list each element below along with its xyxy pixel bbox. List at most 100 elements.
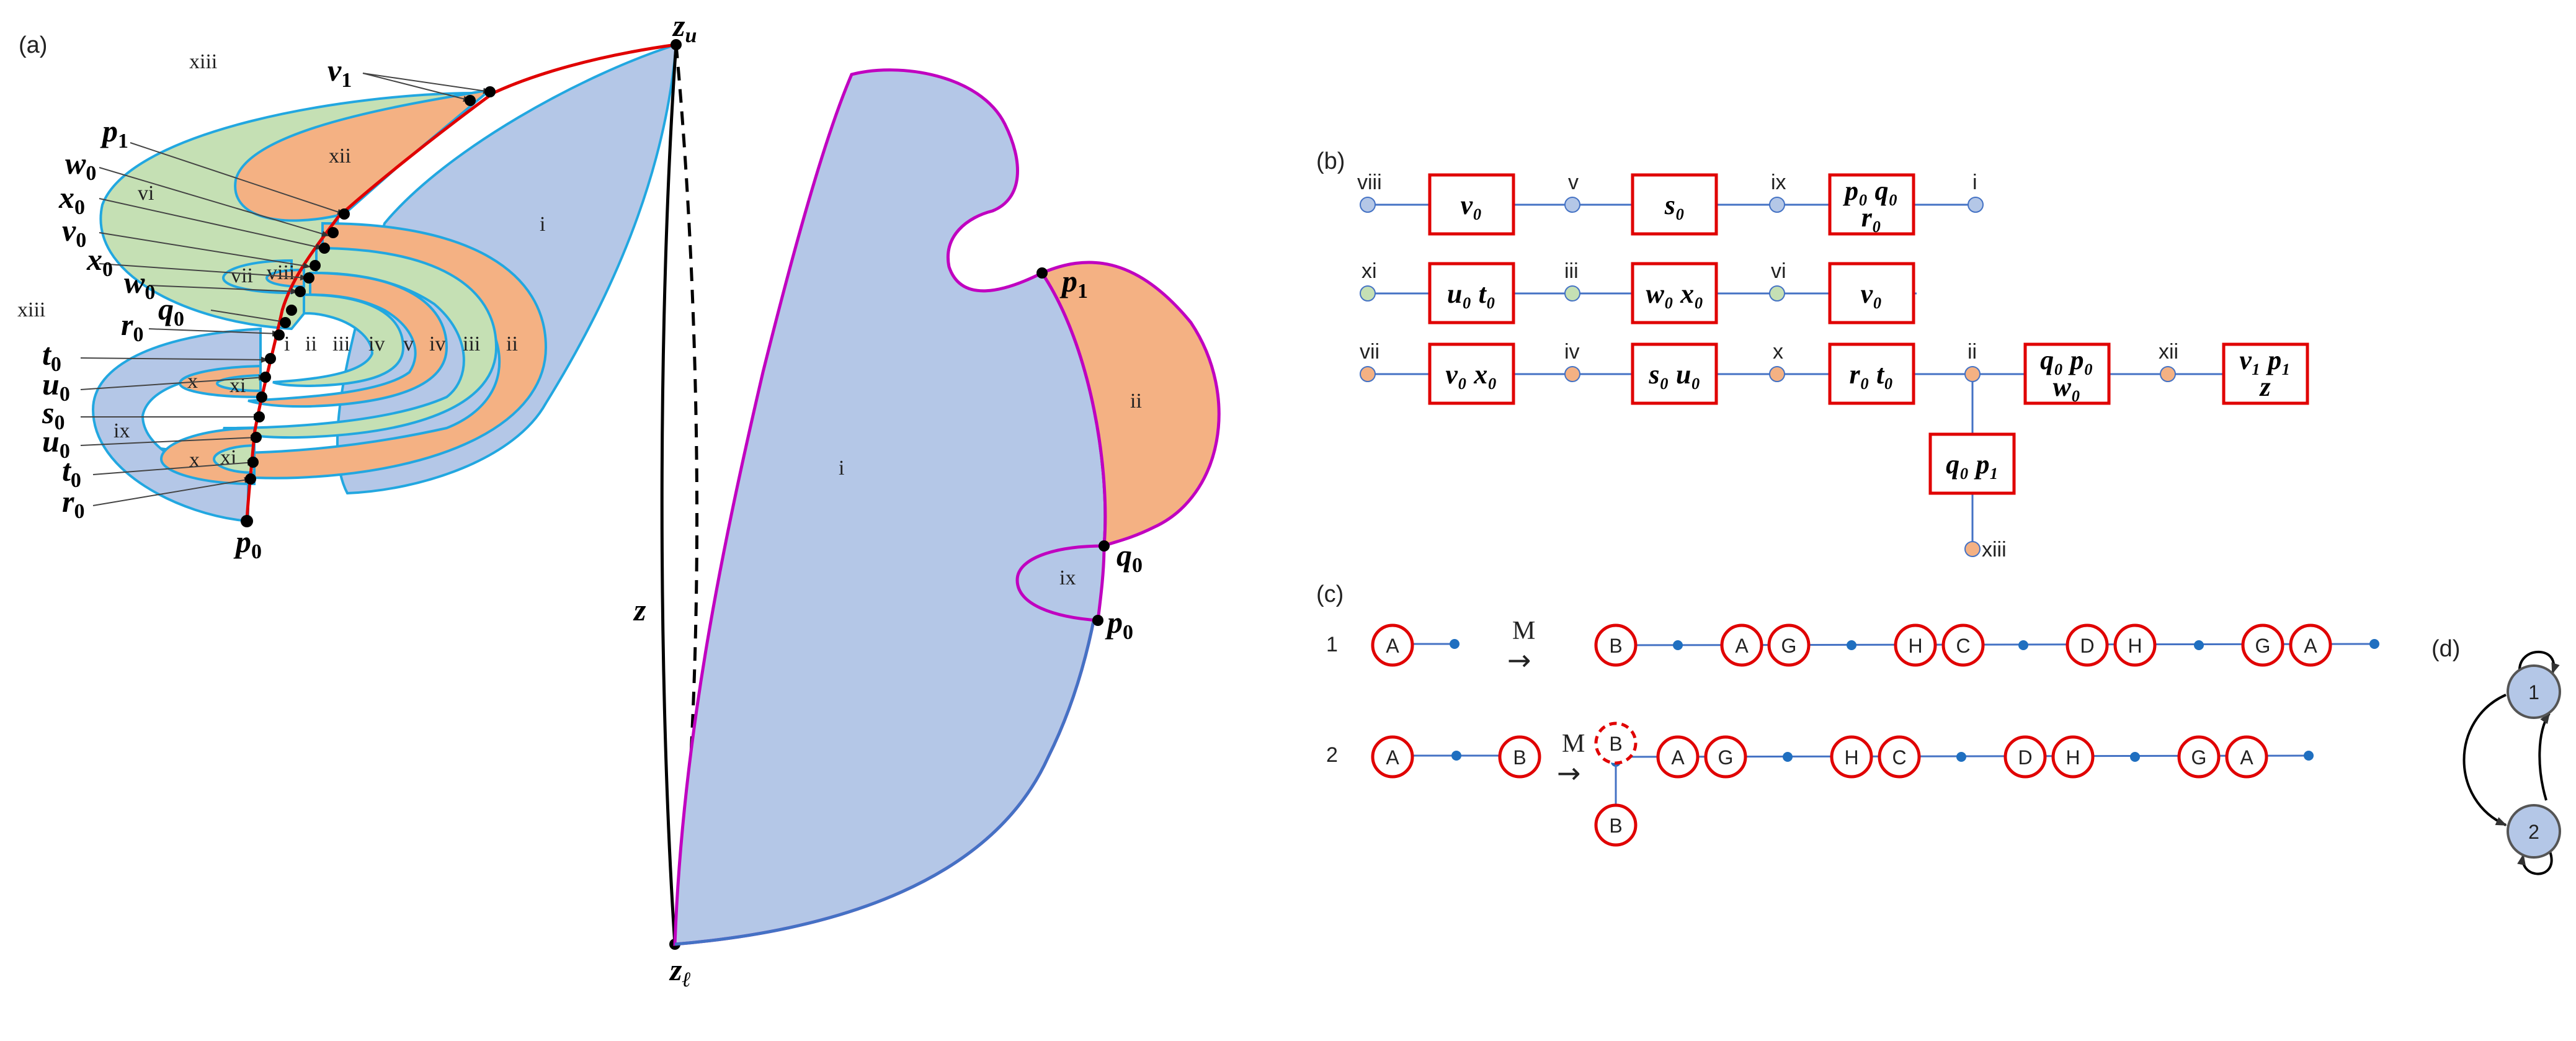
box-u0t0: [1428, 262, 1515, 324]
c-row1-circle-b: [1594, 623, 1638, 667]
point-p1-right: [1036, 267, 1048, 279]
region-label-v: v: [403, 333, 414, 355]
c-row1-label-h: H: [1908, 635, 1922, 657]
box-text-r0t0: r₀ t₀: [1849, 359, 1893, 390]
node-viii: [1360, 197, 1376, 213]
node-xi: [1360, 285, 1376, 302]
c-row2-circle-a2: [2225, 735, 2268, 779]
node-ii: [1964, 366, 1981, 382]
box-text-u0t0: u₀ t₀: [1447, 279, 1495, 309]
c-row1-dot-end: [2369, 639, 2379, 649]
point-p0-right: [1092, 615, 1103, 626]
label-t0-a: t0: [42, 337, 61, 376]
c-row1-circle-g: [1767, 623, 1811, 667]
label-u0-a: u0: [42, 367, 70, 406]
region-label-i-right: i: [839, 457, 844, 480]
box-v1p1z: [2222, 342, 2309, 405]
c-row1-circle-h2: [2113, 623, 2157, 667]
d-edge-right: [2538, 712, 2551, 801]
box-r0t0: [1828, 342, 1915, 405]
loop-xi-lower: [212, 444, 256, 475]
c-row2-label-a: A: [1671, 746, 1685, 769]
c-row2-label-a2: A: [2240, 746, 2253, 769]
box-v0-r1: [1428, 173, 1515, 236]
label-u0-b: u0: [42, 424, 70, 463]
c-row2-branch-bottom-label: B: [1609, 815, 1622, 837]
c-row1-label-a2: A: [2304, 635, 2317, 657]
node-ix: [1769, 197, 1785, 213]
box-text-v1p1: v₁ p₁: [2239, 345, 2291, 375]
node-i: [1968, 197, 1984, 213]
node-vii: [1360, 366, 1376, 382]
c-row2-circle-g: [1704, 735, 1747, 779]
c-row2-left-circle-a: [1371, 735, 1414, 779]
node-label-vi: vi: [1771, 259, 1786, 283]
z-dashed-curve: [673, 44, 699, 945]
box-v0-r2: [1828, 262, 1915, 324]
box-s0: [1631, 173, 1718, 236]
c-row1-circle-a: [1720, 623, 1763, 667]
d-node-2: [2507, 804, 2561, 859]
node-label-iv: iv: [1564, 340, 1580, 364]
boundary-points: [241, 86, 496, 527]
region-label-i-small: i: [284, 333, 290, 355]
box-text-z: z: [2258, 372, 2270, 402]
box-q0p0w0: [2023, 342, 2111, 405]
label-p0: p0: [233, 524, 262, 563]
c-row1-left-circle-a: [1371, 623, 1414, 667]
c-row1-label-a: A: [1735, 635, 1749, 657]
box-text-v0-r2: v₀: [1861, 279, 1883, 309]
node-xii: [2160, 366, 2176, 382]
label-p0-right: p0: [1105, 605, 1133, 644]
label-zl: zℓ: [669, 952, 691, 991]
c-row2-label-h: H: [1844, 746, 1858, 769]
node-label-v: v: [1568, 171, 1579, 194]
c-row2-map-label: M: [1562, 730, 1585, 758]
label-p1: p1: [100, 114, 128, 153]
panel-label-a: (a): [19, 32, 47, 58]
node-x: [1769, 366, 1785, 382]
d-node-1: [2507, 664, 2561, 719]
region-label-xiii-left: xiii: [17, 298, 45, 321]
label-x0-b: x0: [86, 242, 113, 281]
c-row1-label-g: G: [1781, 635, 1797, 657]
z-curve: [660, 44, 678, 945]
box-s0u0: [1631, 342, 1718, 405]
box-v0x0: [1428, 342, 1515, 405]
box-text-q0p1: q₀ p₁: [1946, 449, 1999, 480]
point-zu: [671, 39, 682, 50]
panel-label-d: (d): [2431, 636, 2460, 662]
region-label-x-1: x: [187, 370, 198, 393]
label-w0-b: w0: [124, 265, 155, 304]
c-row1-label-c: C: [1956, 635, 1970, 657]
node-label-i: i: [1972, 171, 1977, 194]
c-row1-label-h2: H: [2128, 635, 2142, 657]
d-node-1-label: 1: [2528, 681, 2539, 704]
c-row1-dot-3: [2018, 640, 2028, 650]
node-label-ii: ii: [1968, 340, 1977, 364]
box-text-v0x0: v₀ x₀: [1445, 359, 1497, 390]
node-label-viii: viii: [1357, 171, 1382, 194]
c-row2-left-label-a: A: [1386, 746, 1399, 769]
point-q0-right: [1099, 540, 1110, 552]
box-q0p1: [1928, 432, 2016, 495]
node-label-xii: xii: [2159, 340, 2178, 364]
label-zu: zu: [672, 8, 697, 47]
label-q0-right: q0: [1116, 538, 1143, 577]
c-row2-dot-3: [2130, 752, 2140, 762]
label-t0-b: t0: [62, 453, 81, 492]
region-label-xi-1: xi: [230, 374, 246, 397]
c-row1-circle-g2: [2241, 623, 2284, 667]
c-row2-dot-1: [1783, 752, 1793, 762]
c-row2-circle-d: [2003, 735, 2047, 779]
c-row1-circle-h: [1894, 623, 1937, 667]
c-row1-dot-2: [1847, 640, 1856, 650]
panel-label-b: (b): [1316, 148, 1345, 174]
region-label-vi: vi: [138, 182, 154, 205]
c-row2-circle-a: [1656, 735, 1700, 779]
region-label-iii-1: iii: [332, 333, 350, 355]
c-row2-circle-h: [1830, 735, 1873, 779]
node-xiii: [1964, 541, 1981, 557]
region-ii-right: [1040, 261, 1221, 549]
